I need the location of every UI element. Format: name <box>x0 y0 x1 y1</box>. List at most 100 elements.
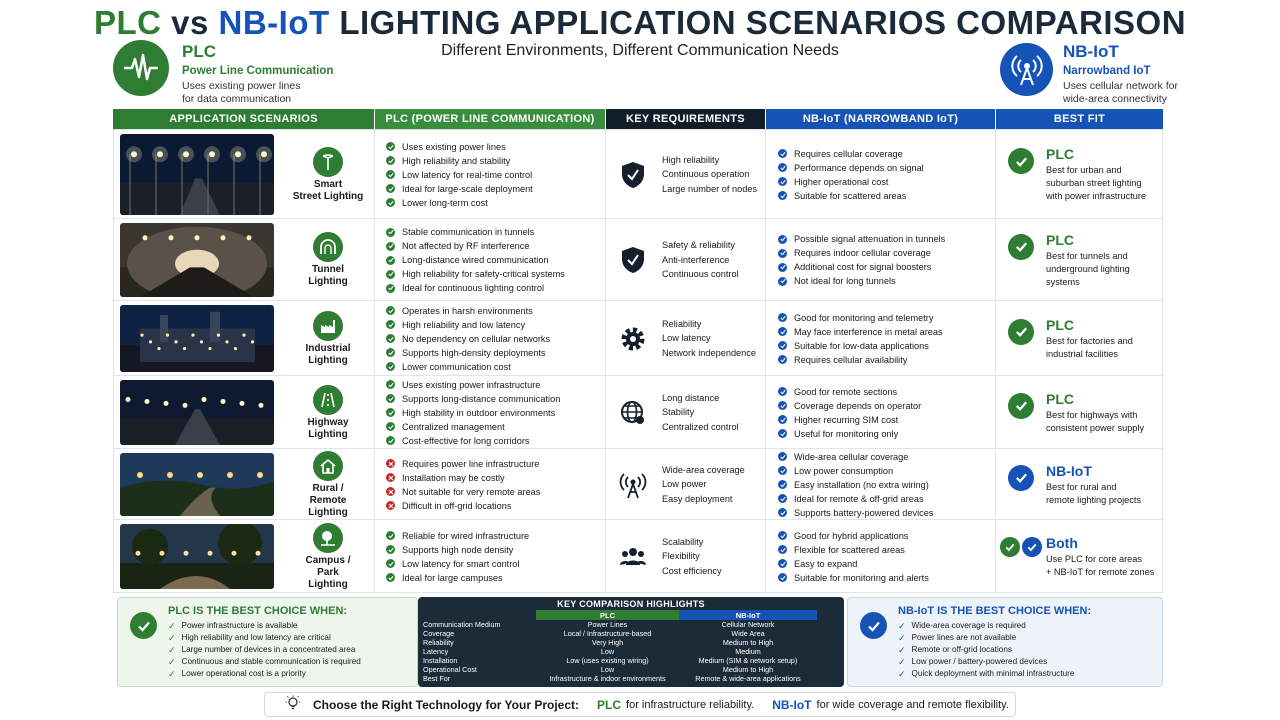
list-item: Possible signal attenuation in tunnels <box>778 232 945 246</box>
key-comparison-box: KEY COMPARISON HIGHLIGHTS PLC NB-IoT Com… <box>418 597 844 687</box>
check-icon <box>778 313 787 322</box>
lightbulb-icon <box>285 695 301 714</box>
plc-best-list: ✓Power infrastructure is available✓High … <box>168 620 361 680</box>
check-icon: ✓ <box>898 621 906 631</box>
list-item: Coverage depends on operator <box>778 399 921 413</box>
list-item: Uses existing power lines <box>386 140 533 154</box>
check-icon <box>778 276 787 286</box>
list-item: Good for monitoring and telemetry <box>778 311 943 325</box>
list-item: Flexible for scattered areas <box>778 543 929 557</box>
list-item: Requires cellular availability <box>778 353 943 367</box>
list-item: ✓Low power / battery-powered devices <box>898 657 1048 667</box>
list-item: Reliable for wired infrastructure <box>386 529 529 543</box>
list-item: Low latency <box>662 333 711 344</box>
list-item: Lower communication cost <box>386 360 550 374</box>
list-item: Low power consumption <box>778 464 933 478</box>
list-item: Not suitable for very remote areas <box>386 485 540 499</box>
list-item: Additional cost for signal boosters <box>778 260 945 274</box>
tunnel-lighting-photo <box>120 223 274 297</box>
list-item: Ideal for large-scale deployment <box>386 182 533 196</box>
best-fit-description: Use PLC for core areas+ NB-IoT for remot… <box>1046 553 1155 577</box>
list-item: Centralized management <box>386 420 560 434</box>
list-item: Suitable for scattered areas <box>778 189 924 203</box>
check-icon <box>778 545 787 554</box>
check-icon: ✓ <box>168 621 176 631</box>
check-icon: ✓ <box>898 657 906 667</box>
column-divider <box>374 129 375 593</box>
list-item: Low latency for real-time control <box>386 168 533 182</box>
list-item: ✓Power lines are not available <box>898 633 1017 643</box>
list-item: Ideal for remote & off-grid areas <box>778 492 933 506</box>
check-icon <box>386 241 395 251</box>
column-divider <box>995 129 996 593</box>
check-icon <box>1008 233 1034 260</box>
column-header-plc: PLC (POWER LINE COMMUNICATION) <box>375 109 605 129</box>
check-icon <box>386 255 395 265</box>
list-item: Good for hybrid applications <box>778 529 929 543</box>
list-item: Easy deployment <box>662 493 733 504</box>
check-icon <box>1000 536 1020 557</box>
check-icon <box>860 612 887 639</box>
list-item: High reliability <box>662 154 720 165</box>
list-item: Useful for monitoring only <box>778 427 921 441</box>
list-item: ✓Remote or off-grid locations <box>898 645 1012 655</box>
park-tree-icon <box>313 522 343 553</box>
check-icon <box>386 334 395 343</box>
list-item: Continuous control <box>662 269 739 280</box>
nb-info: NB-IoT Narrowband IoT Uses cellular netw… <box>1063 42 1178 105</box>
list-item: Higher recurring SIM cost <box>778 413 921 427</box>
check-icon: ✓ <box>168 633 176 643</box>
list-item: Low power <box>662 479 707 490</box>
check-icon <box>386 198 395 207</box>
list-item: ✓Quick deployment with minimal infrastru… <box>898 669 1075 679</box>
list-item: Large number of nodes <box>662 183 758 194</box>
shield-icon <box>618 160 648 190</box>
check-icon <box>386 227 395 237</box>
antenna-icon <box>1000 43 1053 96</box>
check-icon <box>778 573 787 582</box>
list-item: Low latency for smart control <box>386 557 529 571</box>
best-fit-title: PLC <box>1046 146 1074 162</box>
check-icon <box>386 408 395 417</box>
check-icon: ✓ <box>898 645 906 655</box>
check-icon <box>1022 536 1042 557</box>
list-item: Not affected by RF interference <box>386 239 565 253</box>
check-icon <box>386 573 395 582</box>
shield-icon <box>618 245 648 275</box>
list-item: Lower long-term cost <box>386 196 533 210</box>
check-icon: ✓ <box>168 657 176 667</box>
check-icon <box>778 191 787 200</box>
list-item: Installation may be costly <box>386 471 540 485</box>
check-icon <box>778 149 787 158</box>
check-icon <box>386 394 395 403</box>
antenna-icon <box>618 470 648 500</box>
list-item: ✓Lower operational cost is a priority <box>168 669 306 679</box>
list-item: Anti-interference <box>662 254 730 265</box>
list-item: Easy installation (no extra wiring) <box>778 478 933 492</box>
best-fit-title: PLC <box>1046 231 1074 248</box>
list-item: Supports long-distance communication <box>386 392 560 406</box>
check-icon <box>386 306 395 315</box>
